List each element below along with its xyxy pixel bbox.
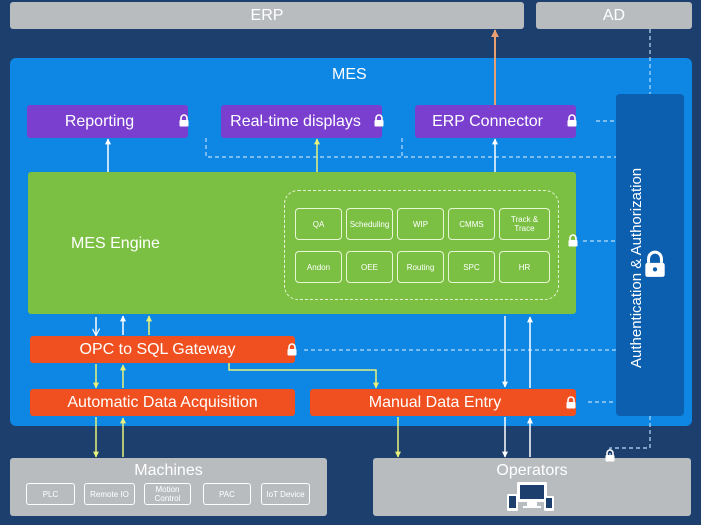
mes-engine — [28, 172, 576, 314]
device-remote-io: Remote IO — [84, 483, 135, 505]
ad-box: AD — [536, 2, 692, 29]
device-motion-control: Motion Control — [144, 483, 191, 505]
automatic-data-acquisition-box: Automatic Data Acquisition — [30, 389, 295, 416]
manual-data-entry-label: Manual Data Entry — [368, 393, 502, 411]
module-spc: SPC — [448, 251, 495, 283]
module-qa: QA — [295, 208, 342, 240]
opc-sql-gateway-box: OPC to SQL Gateway — [30, 336, 295, 363]
machines-box: Machines — [10, 458, 327, 516]
module-hr: HR — [499, 251, 550, 283]
erp-box: ERP — [10, 2, 524, 29]
reporting-box: Reporting — [27, 105, 188, 138]
lock-icon — [567, 114, 577, 127]
module-oee: OEE — [346, 251, 393, 283]
lock-icon — [374, 114, 384, 127]
operators-label: Operators — [496, 462, 568, 479]
lock-icon — [568, 234, 578, 247]
engine-modules-group — [284, 190, 559, 300]
machines-label: Machines — [134, 462, 203, 479]
module-wip: WIP — [397, 208, 444, 240]
reporting-label: Reporting — [64, 112, 135, 130]
module-scheduling: Scheduling — [346, 208, 393, 240]
auth-label: Authentication & Authorization — [628, 168, 645, 368]
lock-icon — [605, 449, 615, 462]
device-plc: PLC — [26, 483, 75, 505]
device-pac: PAC — [203, 483, 251, 505]
device-iot: IoT Device — [261, 483, 310, 505]
erp-connector-box: ERP Connector — [415, 105, 576, 138]
mes-engine-title: MES Engine — [71, 235, 160, 252]
ad-label: AD — [602, 6, 626, 24]
lock-icon — [287, 343, 297, 356]
module-routing: Routing — [397, 251, 444, 283]
lock-icon — [179, 114, 189, 127]
erp-label: ERP — [250, 6, 284, 24]
realtime-displays-label: Real-time displays — [230, 112, 361, 130]
erp-connector-label: ERP Connector — [432, 112, 543, 130]
mes-title: MES — [332, 66, 367, 83]
automatic-data-acquisition-label: Automatic Data Acquisition — [67, 393, 258, 411]
devices-icon — [507, 482, 554, 511]
module-track-trace: Track & Trace — [499, 208, 550, 240]
lock-icon — [566, 396, 576, 409]
realtime-displays-box: Real-time displays — [221, 105, 382, 138]
lock-icon — [645, 250, 665, 277]
opc-sql-gateway-label: OPC to SQL Gateway — [79, 340, 236, 358]
module-andon: Andon — [295, 251, 342, 283]
module-cmms: CMMS — [448, 208, 495, 240]
manual-data-entry-box: Manual Data Entry — [310, 389, 576, 416]
